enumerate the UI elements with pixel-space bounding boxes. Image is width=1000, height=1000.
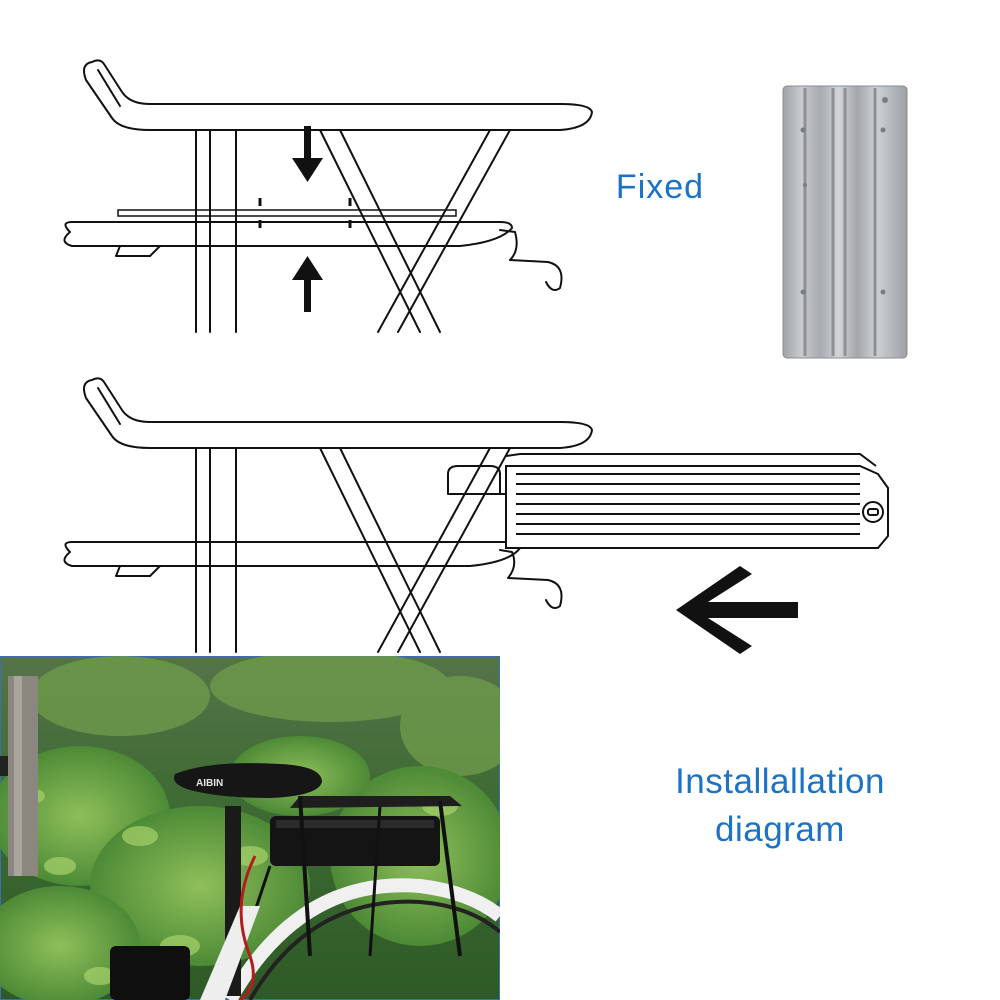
rack-diagram-bottom bbox=[63, 377, 889, 654]
installation-label-line2: diagram bbox=[715, 810, 845, 849]
battery-drawing bbox=[500, 453, 889, 549]
installed-battery-photo: AIBIN bbox=[0, 656, 500, 1000]
saddle-brand-text: AIBIN bbox=[196, 778, 223, 789]
rack-diagram-top bbox=[63, 59, 593, 333]
arrow-up-icon bbox=[292, 256, 323, 312]
arrow-left-icon bbox=[676, 566, 798, 654]
arrow-down-icon bbox=[292, 126, 323, 182]
installation-diagram-label: Installallation diagram bbox=[640, 758, 920, 854]
fixed-label: Fixed bbox=[615, 168, 705, 206]
installation-label-line1: Installallation bbox=[675, 762, 885, 801]
mounting-plate-image bbox=[782, 85, 908, 359]
